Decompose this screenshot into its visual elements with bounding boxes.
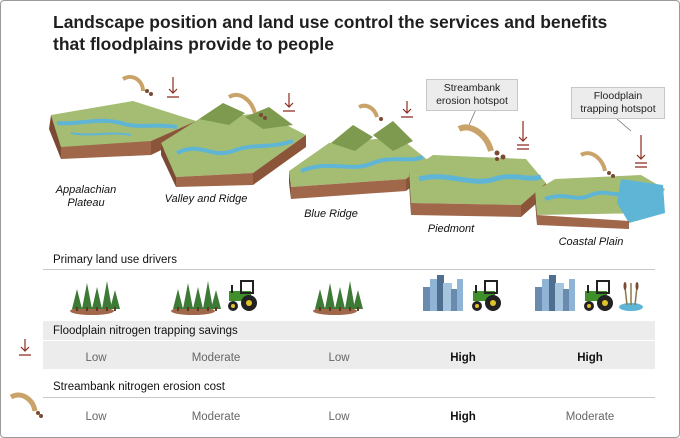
trapping-legend-icon (19, 339, 31, 356)
erosion-legend-icon (9, 392, 43, 418)
wetland-icon (619, 282, 643, 311)
region-1-line-2: Plateau (67, 197, 105, 209)
tractor-icon (584, 280, 613, 311)
erosion-divider (43, 397, 655, 398)
block-coastal-plain (535, 175, 665, 229)
erosion-arrow-4 (457, 124, 494, 152)
region-label-valley-and-ridge: Valley and Ridge (164, 193, 248, 205)
trapping-arrow-4 (518, 121, 528, 142)
trapping-arrow-1 (168, 77, 178, 94)
region-label-appalachian-plateau: Appalachian Plateau (43, 184, 129, 210)
trapping-band (43, 321, 655, 369)
region-label-piedmont: Piedmont (427, 223, 475, 235)
figure-title: Landscape position and land use control … (53, 11, 653, 55)
city-icon (423, 275, 463, 311)
block-valley-and-ridge (161, 103, 306, 187)
trapping-value-4: High (450, 352, 476, 364)
landscape-illustration (49, 74, 665, 229)
drivers-divider (43, 269, 655, 270)
tractor-icon (228, 280, 257, 311)
drivers-label: Primary land use drivers (53, 254, 177, 266)
erosion-value-3: Low (328, 411, 350, 423)
erosion-arrow-1 (121, 74, 145, 92)
region-label-coastal-plain: Coastal Plain (558, 236, 624, 248)
erosion-arrow-5 (579, 151, 607, 172)
erosion-value-5: Moderate (565, 411, 615, 423)
trapping-arrow-2 (284, 93, 294, 108)
trapping-divider (43, 340, 655, 341)
forest-icon (171, 281, 221, 315)
erosion-value-4: High (450, 411, 476, 423)
region-label-blue-ridge: Blue Ridge (304, 208, 358, 220)
erosion-arrow-3 (358, 103, 379, 118)
title-line-2: that floodplains provide to people (53, 34, 334, 54)
sediment-dots (145, 89, 615, 178)
callout-trapping-line-1: Floodplain (593, 90, 643, 102)
block-blue-ridge (289, 121, 429, 199)
trapping-value-2: Moderate (191, 352, 241, 364)
callout-trapping-hotspot: Floodplain trapping hotspot (571, 87, 665, 119)
callout-erosion-line-1: Streambank (443, 82, 501, 94)
erosion-label: Streambank nitrogen erosion cost (53, 381, 225, 393)
callout-erosion-line-2: erosion hotspot (436, 95, 508, 107)
erosion-arrow-2 (227, 93, 257, 114)
region-1-line-1: Appalachian (55, 184, 117, 196)
trapping-arrow-3 (402, 101, 412, 114)
city-icon (535, 275, 575, 311)
drivers-icon-row (70, 275, 643, 315)
block-piedmont (409, 155, 546, 217)
trapping-arrow-5 (636, 135, 646, 160)
erosion-value-2: Moderate (191, 411, 241, 423)
erosion-value-1: Low (85, 411, 107, 423)
trapping-arrows (167, 77, 647, 168)
forest-icon (70, 281, 120, 315)
title-line-1: Landscape position and land use control … (53, 12, 608, 32)
callout-erosion-hotspot: Streambank erosion hotspot (426, 79, 518, 111)
trapping-label: Floodplain nitrogen trapping savings (53, 325, 238, 337)
tractor-icon (472, 280, 501, 311)
trapping-value-3: Low (328, 352, 350, 364)
trapping-value-5: High (577, 352, 603, 364)
trapping-value-1: Low (85, 352, 107, 364)
callout-trapping-line-2: trapping hotspot (580, 103, 656, 115)
erosion-arrows (121, 74, 607, 172)
forest-icon (313, 281, 363, 315)
